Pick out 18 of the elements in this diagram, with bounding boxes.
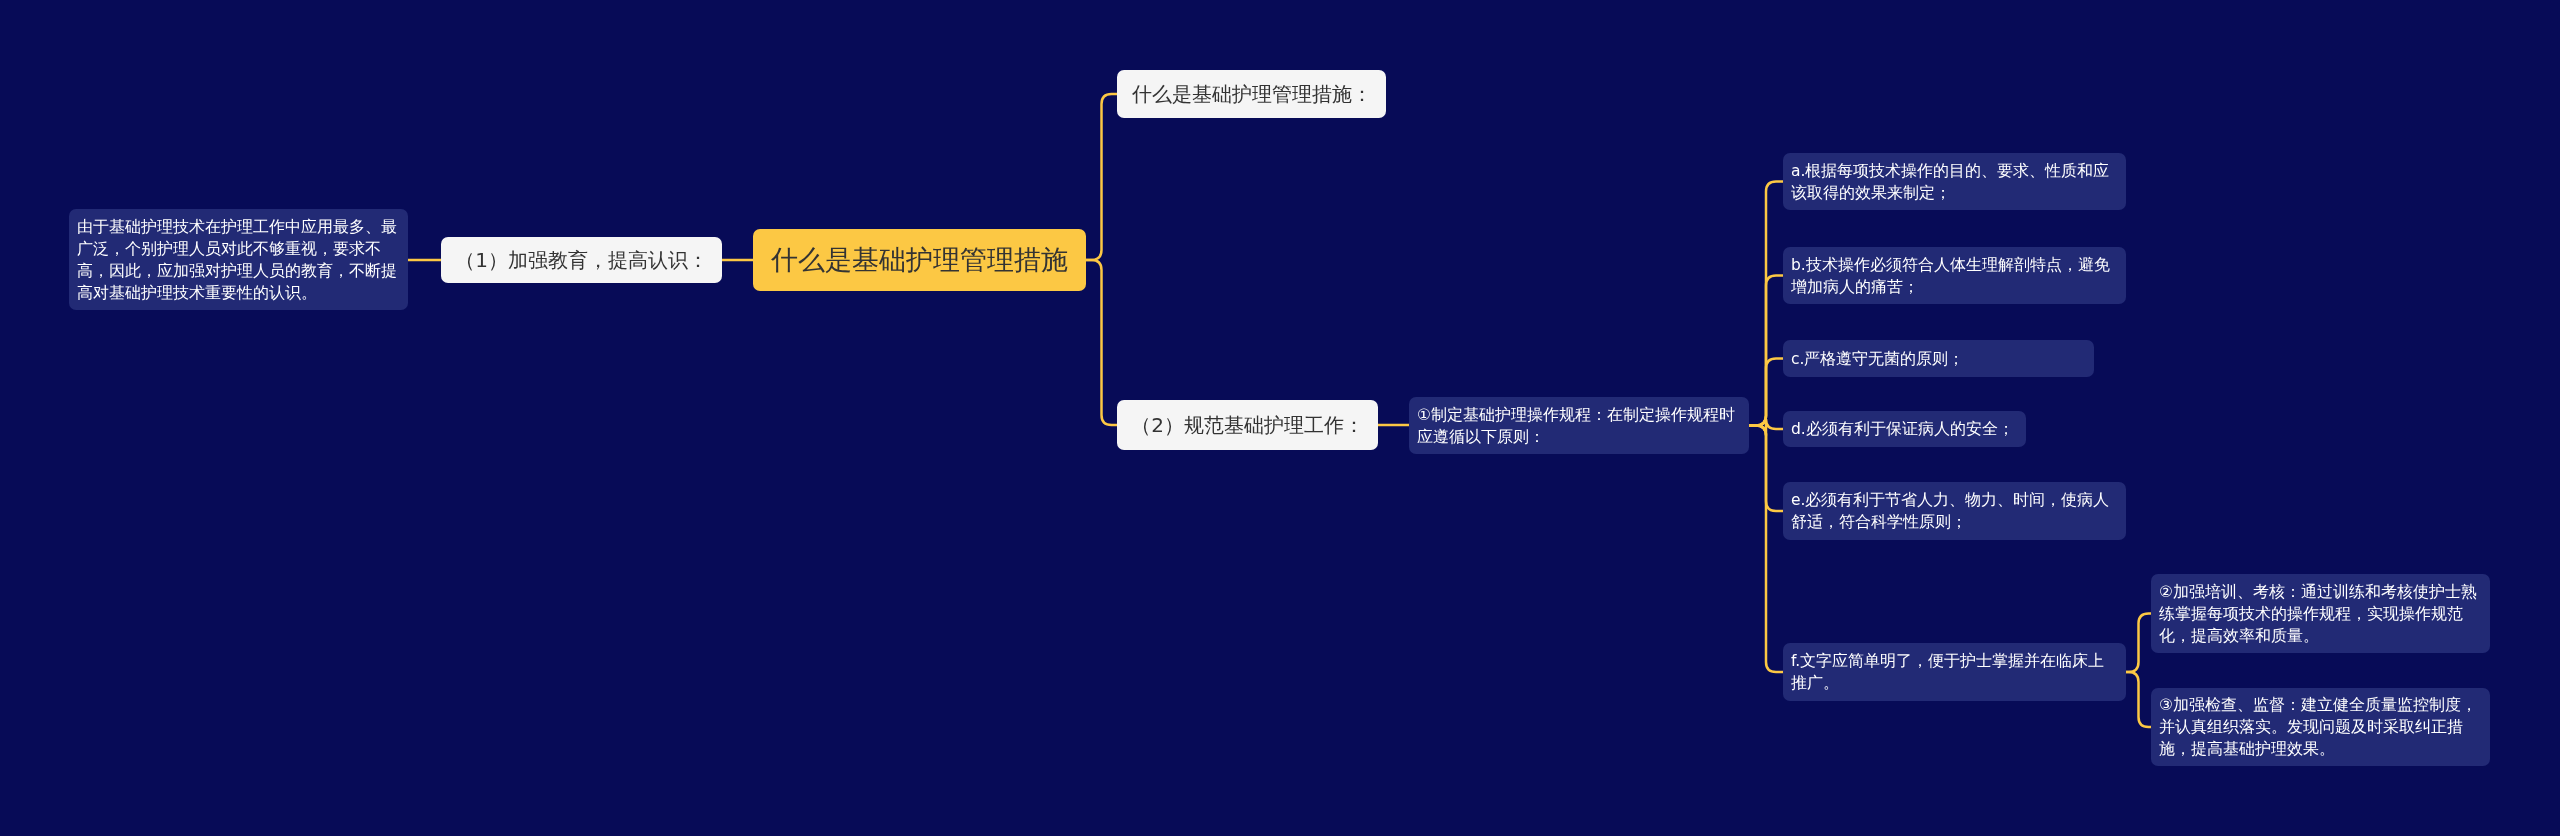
subtopic-box: b.技术操作必须符合人体生理解剖特点，避免增加病人的痛苦； (1783, 247, 2126, 304)
subtopic-box: c.严格遵守无菌的原则； (1783, 340, 2094, 377)
subtopic-box: ①制定基础护理操作规程：在制定操作规程时应遵循以下原则： (1409, 397, 1749, 454)
subtopic-box: f.文字应简单明了，便于护士掌握并在临床上推广。 (1783, 643, 2126, 701)
subtopic-box: d.必须有利于保证病人的安全； (1783, 411, 2026, 447)
subtopic-box: ③加强检查、监督：建立健全质量监控制度，并认真组织落实。发现问题及时采取纠正措施，提高基础护理效果。 (2151, 688, 2490, 766)
connector-line (722, 258, 753, 262)
subtopic-box: a.根据每项技术操作的目的、要求、性质和应该取得的效果来制定； (1783, 153, 2126, 210)
subtopic-box: 由于基础护理技术在护理工作中应用最多、最广泛，个别护理人员对此不够重视，要求不高，因此，应加强对护理人员的教育，不断提高对基础护理技术重要性的认识。 (69, 209, 408, 310)
connector-line (2126, 670, 2151, 729)
subtopic-box: ②加强培训、考核：通过训练和考核使护士熟练掌握每项技术的操作规程，实现操作规范化，提高效率和质量。 (2151, 574, 2490, 653)
topic-box: （1）加强教育，提高认识： (441, 237, 722, 283)
topic-box: 什么是基础护理管理措施： (1117, 70, 1386, 118)
topic-box: （2）规范基础护理工作： (1117, 400, 1378, 450)
connector-line (1378, 423, 1409, 427)
connector-line (408, 258, 441, 262)
central-topic-box: 什么是基础护理管理措施 (753, 229, 1086, 291)
subtopic-box: e.必须有利于节省人力、物力、时间，使病人舒适，符合科学性原则； (1783, 482, 2126, 540)
